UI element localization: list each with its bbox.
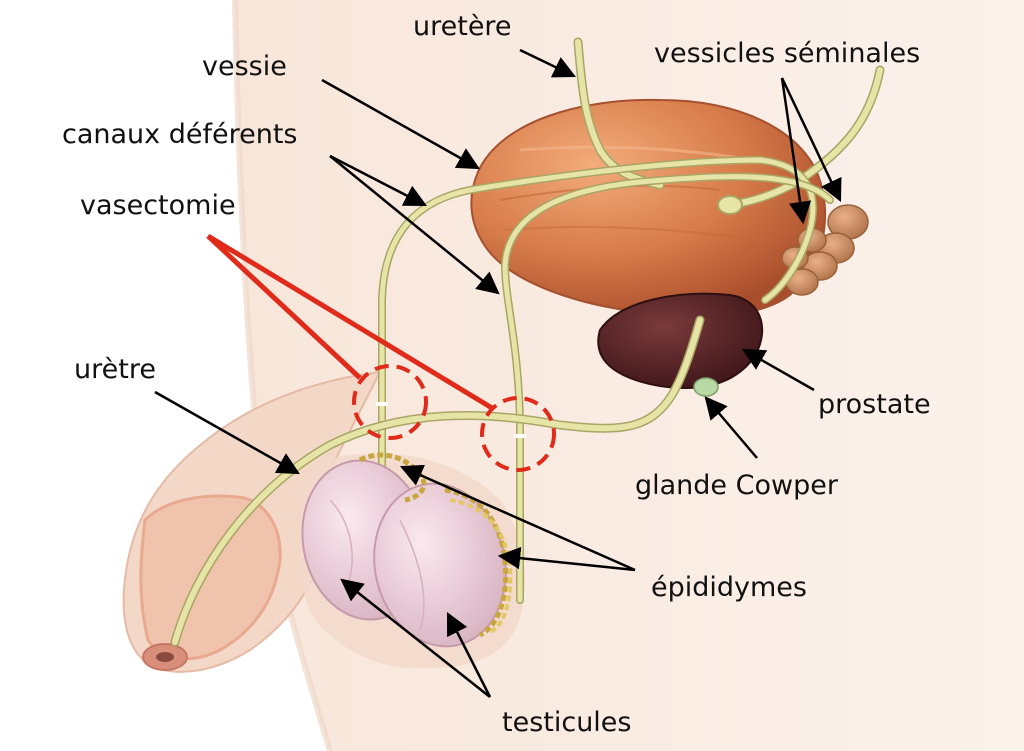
label-prostate: prostate <box>818 389 931 420</box>
vasectomy-cut-marks <box>376 402 526 438</box>
label-vesicules-seminales: vessicles séminales <box>654 38 920 69</box>
label-uretere: uretère <box>413 11 512 42</box>
leader-uretere <box>519 48 577 78</box>
label-epididymes: épididymes <box>651 572 807 603</box>
labels: uretère vessie vessicles séminales canau… <box>62 11 931 738</box>
vasectomy-leader-1 <box>206 234 362 380</box>
leader-epididymes-1 <box>399 464 636 572</box>
label-testicules: testicules <box>502 707 632 738</box>
leader-testicules-1 <box>340 578 491 698</box>
leader-cowper <box>704 396 758 459</box>
label-glande-cowper: glande Cowper <box>635 470 839 501</box>
label-vasectomie: vasectomie <box>80 190 236 221</box>
label-canaux-deferents: canaux déférents <box>62 119 297 150</box>
leader-vesicules-1 <box>780 77 812 225</box>
leader-vessie <box>321 78 480 170</box>
leader-canaux-1 <box>329 154 427 207</box>
leader-canaux-2 <box>329 155 500 295</box>
leader-epididymes-2 <box>497 546 636 572</box>
leader-uretre <box>154 390 300 475</box>
leader-prostate <box>742 348 815 392</box>
label-vessie: vessie <box>202 51 287 82</box>
leader-testicules-2 <box>446 611 492 698</box>
leader-lines <box>154 48 842 698</box>
vasectomy-circle-1 <box>352 364 428 440</box>
cowper-gland <box>693 377 719 397</box>
vasectomy-indicator <box>206 233 556 472</box>
vasectomy-circle-2 <box>480 396 556 472</box>
label-uretre: urètre <box>74 354 156 385</box>
vasectomy-leader-2 <box>206 233 494 411</box>
leader-vesicules-2 <box>780 77 842 203</box>
ducts <box>170 37 885 647</box>
